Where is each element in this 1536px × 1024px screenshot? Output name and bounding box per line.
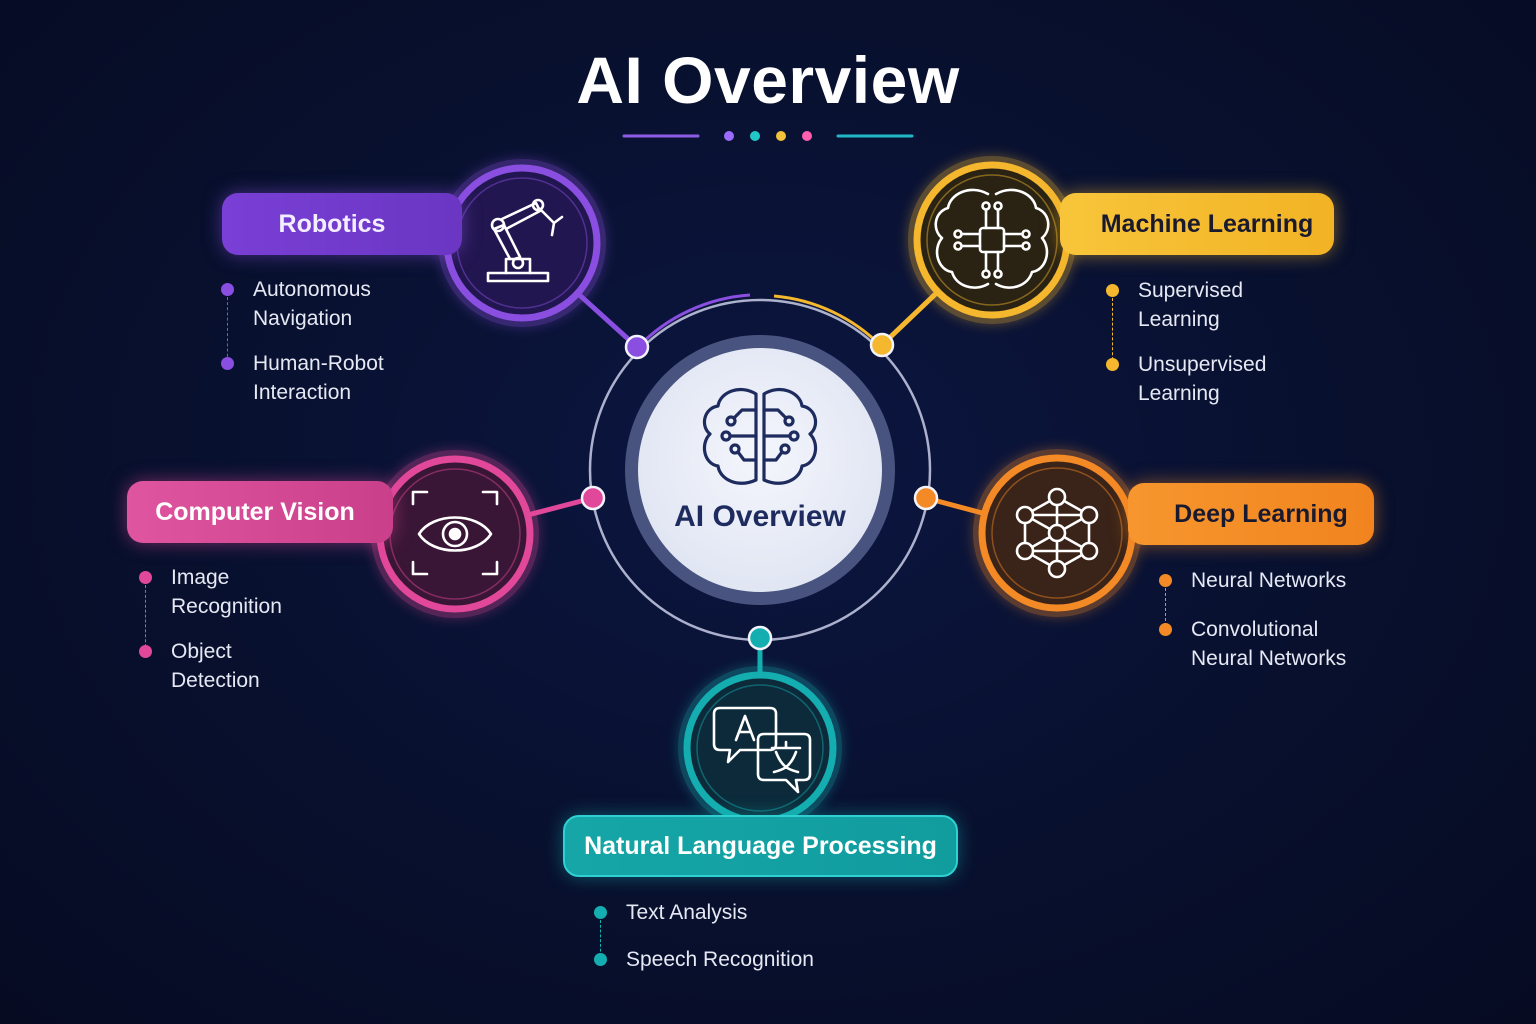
node-disc xyxy=(443,164,601,322)
brain-circuit-icon xyxy=(702,388,818,485)
node-inner-ring xyxy=(991,467,1123,599)
category-pill-robotics[interactable]: Robotics xyxy=(222,193,462,255)
category-node-robotics[interactable] xyxy=(438,159,606,327)
category-node-machine-learning[interactable] xyxy=(908,156,1076,324)
divider-dot xyxy=(724,131,734,141)
sub-list-nlp: Text Analysis Speech Recognition xyxy=(594,898,814,990)
category-pill-computer-vision[interactable]: Computer Vision xyxy=(127,481,393,543)
hub-arc-purple xyxy=(636,293,751,349)
sub-item: Text Analysis xyxy=(594,898,814,927)
node-inner-ring xyxy=(926,174,1058,306)
divider-dot xyxy=(802,131,812,141)
category-node-computer-vision[interactable] xyxy=(371,450,539,618)
neural-network-icon xyxy=(1015,487,1099,579)
translate-bubbles-icon xyxy=(712,706,812,794)
page-title: AI Overview xyxy=(576,43,960,117)
category-pill-deep-learning[interactable]: Deep Learning xyxy=(1128,483,1374,545)
category-node-nlp[interactable] xyxy=(678,666,842,830)
hub-disc xyxy=(638,348,882,592)
hub-label: AI Overview xyxy=(674,500,846,533)
category-pill-nlp[interactable]: Natural Language Processing xyxy=(563,815,958,877)
anchor-dot-robotics xyxy=(624,334,650,360)
eye-scan-icon xyxy=(411,490,499,576)
sub-item: Neural Networks xyxy=(1159,566,1346,595)
category-node-deep-learning[interactable] xyxy=(973,449,1141,617)
robot-arm-icon xyxy=(486,198,564,283)
connectors xyxy=(526,289,986,675)
hub xyxy=(625,335,895,605)
hub-arc-yellow xyxy=(773,294,884,349)
anchor-dot-deep-learning xyxy=(913,485,939,511)
connector-machine-learning xyxy=(880,289,940,347)
divider-dot xyxy=(750,131,760,141)
divider-dot xyxy=(776,131,786,141)
sub-item: Speech Recognition xyxy=(594,945,814,974)
anchor-dot-machine-learning xyxy=(869,332,895,358)
anchor-dot-nlp xyxy=(747,625,773,651)
connector-robotics xyxy=(575,291,639,349)
category-pill-machine-learning[interactable]: Machine Learning xyxy=(1060,193,1334,255)
node-inner-ring xyxy=(696,684,824,812)
title-divider xyxy=(622,131,914,141)
brain-chip-icon xyxy=(934,188,1050,289)
anchor-dot-computer-vision xyxy=(580,485,606,511)
